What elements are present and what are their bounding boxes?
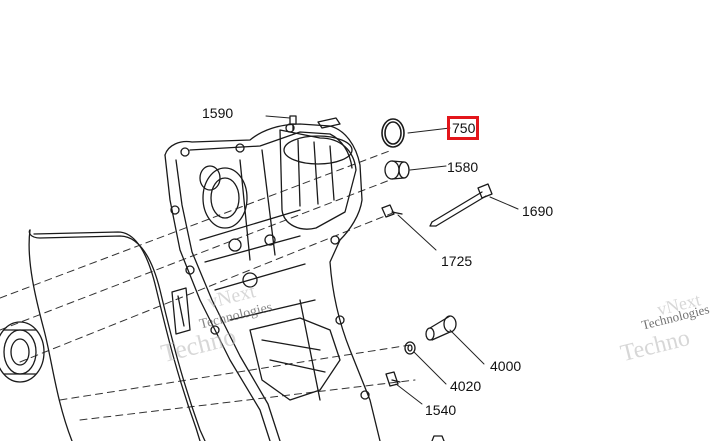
seal-ring-750: [381, 118, 405, 148]
callout-4000[interactable]: 4000: [490, 358, 522, 374]
callout-1725[interactable]: 1725: [441, 253, 473, 269]
callout-750-highlight: [447, 116, 479, 140]
bushing-1580: [384, 160, 410, 180]
callout-1690[interactable]: 1690: [522, 203, 554, 219]
bearing-left: [0, 321, 45, 383]
callout-1580[interactable]: 1580: [447, 159, 479, 175]
plug-1540: [385, 371, 401, 387]
stud-top: [317, 117, 341, 129]
washer-4020: [404, 341, 416, 355]
bolt-1725: [381, 204, 403, 218]
gasket-outline: [28, 229, 206, 441]
stud-1590: [289, 115, 297, 131]
bolt-1690: [429, 183, 493, 227]
callout-750[interactable]: 750: [452, 120, 476, 136]
callout-leaders: [265, 115, 519, 405]
bolt-4000: [425, 315, 457, 341]
alignment-lines: [0, 149, 416, 421]
callout-4020[interactable]: 4020: [450, 378, 482, 394]
callout-1540[interactable]: 1540: [425, 402, 457, 418]
part-bottom-partial: [431, 435, 445, 441]
callout-1590[interactable]: 1590: [202, 105, 234, 121]
housing-body: [164, 123, 381, 441]
